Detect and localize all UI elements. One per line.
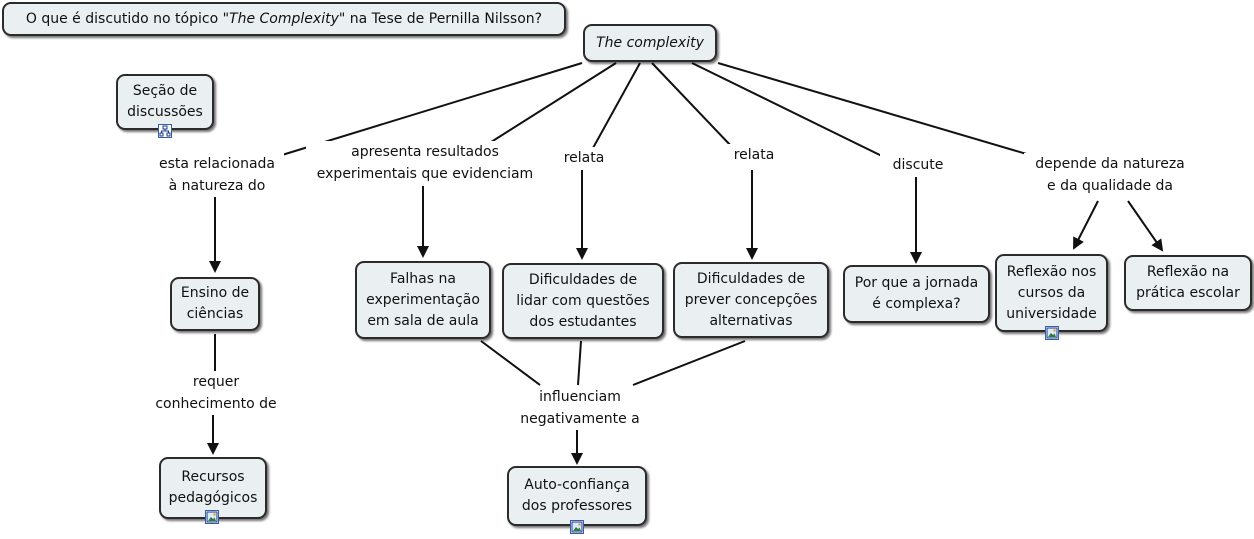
link-label-esta-relacionada: esta relacionada à natureza do [150, 153, 284, 197]
concept-auto-confianca[interactable]: Auto-confiança dos professores [507, 466, 647, 526]
concept-label: Dificuldades de lidar com questões dos e… [516, 271, 650, 330]
question-prefix: O que é discutido no tópico " [25, 10, 230, 27]
concept-label: Reflexão na prática escolar [1136, 264, 1240, 301]
concept-map-link-icon[interactable] [158, 124, 172, 138]
concept-reflexao-na-pratica[interactable]: Reflexão na prática escolar [1124, 255, 1252, 311]
concept-label: Por que a jornada é complexa? [854, 275, 979, 312]
link-label-discute: discute [880, 154, 956, 176]
concept-dificuldades-questoes[interactable]: Dificuldades de lidar com questões dos e… [502, 263, 664, 339]
concept-falhas-na-experimentacao[interactable]: Falhas na experimentação em sala de aula [355, 261, 491, 339]
link-label-relata: relata [552, 147, 616, 169]
concept-label: Recursos pedagógicos [168, 469, 258, 506]
concept-label: Reflexão nos cursos da universidade [1006, 263, 1097, 322]
link-label-apresenta-resultados: apresenta resultados experimentais que e… [306, 141, 544, 185]
concept-label: Falhas na experimentação em sala de aula [366, 270, 480, 329]
image-resource-icon[interactable] [205, 510, 219, 524]
concept-label: The complexity [596, 34, 704, 51]
image-resource-icon[interactable] [570, 520, 584, 534]
link-label-requer: requer conhecimento de [144, 371, 288, 415]
concept-the-complexity[interactable]: The complexity [583, 24, 717, 62]
link-label-influenciam: influenciam negativamente a [508, 386, 652, 430]
link-label-relata: relata [722, 144, 786, 166]
concept-por-que-a-jornada[interactable]: Por que a jornada é complexa? [843, 265, 990, 323]
focus-question: O que é discutido no tópico "The Complex… [2, 2, 566, 36]
question-italic: The Complexity [229, 10, 339, 27]
concept-secao-de-discussoes[interactable]: Seção de discussões [116, 74, 214, 130]
concept-label: Dificuldades de prever concepções altern… [684, 270, 818, 329]
concept-dificuldades-concepcoes[interactable]: Dificuldades de prever concepções altern… [673, 262, 829, 338]
concept-label: Auto-confiança dos professores [521, 477, 633, 514]
concept-label: Ensino de ciências [180, 285, 250, 322]
concept-label: Seção de discussões [127, 83, 203, 120]
concept-reflexao-nos-cursos[interactable]: Reflexão nos cursos da universidade [995, 254, 1108, 332]
image-resource-icon[interactable] [1045, 326, 1059, 340]
concept-ensino-de-ciencias[interactable]: Ensino de ciências [170, 277, 260, 331]
question-suffix: " na Tese de Pernilla Nilsson? [338, 10, 543, 27]
link-label-depende: depende da natureza e da qualidade da [1024, 153, 1196, 197]
